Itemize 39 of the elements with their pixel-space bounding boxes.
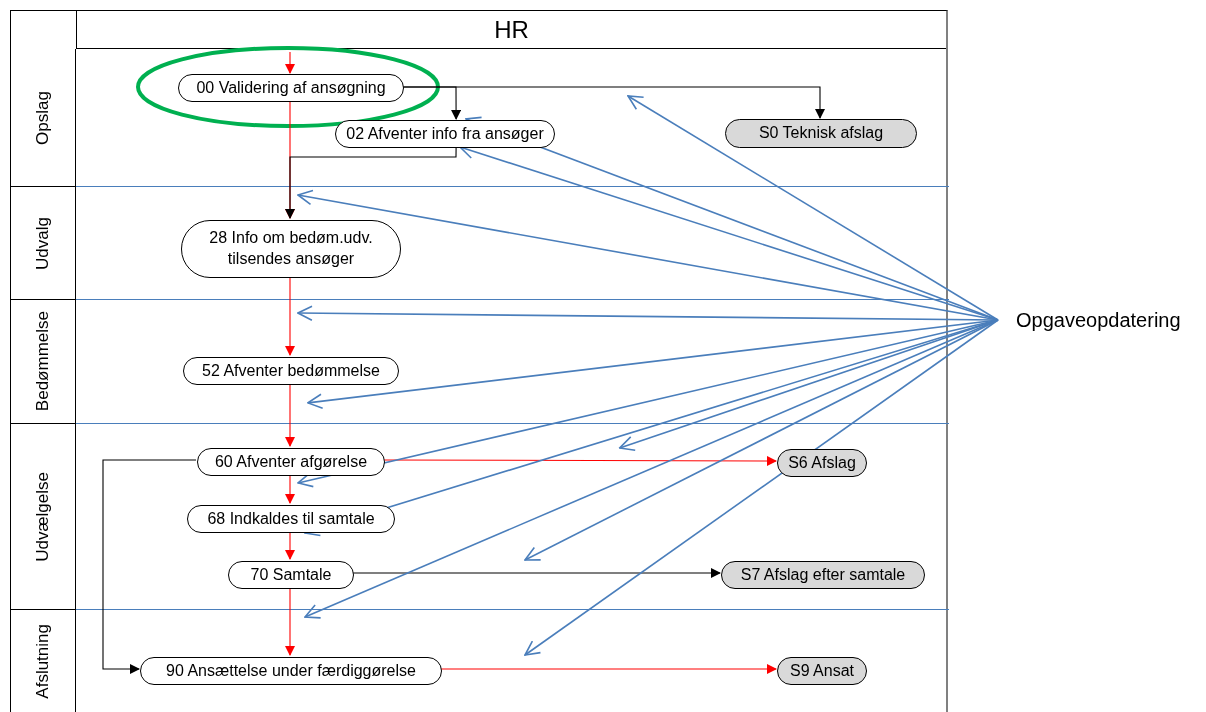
swimlane — [11, 299, 949, 423]
state-box: 60 Afventer afgørelse — [197, 448, 385, 476]
end-state-box: S0 Teknisk afslag — [725, 119, 917, 148]
arrow — [524, 319, 999, 656]
arrow — [440, 664, 777, 674]
arrow — [285, 586, 295, 656]
state-box: 68 Indkaldes til samtale — [187, 505, 395, 533]
state-box: 70 Samtale — [228, 561, 354, 589]
lane-label: Udvælgelse — [32, 471, 54, 562]
swimlane-pool — [10, 10, 948, 712]
state-box: 28 Info om bedøm.udv. tilsendes ansøger — [181, 220, 401, 278]
end-state-box: S9 Ansat — [777, 657, 867, 685]
arrow — [285, 473, 295, 504]
arrow — [285, 146, 457, 219]
lane-label: Udvalg — [32, 216, 54, 270]
lane-label: Opslag — [32, 90, 54, 145]
arrow — [383, 456, 777, 466]
state-box: 02 Afventer info fra ansøger — [335, 120, 555, 148]
end-state-box: S7 Afslag efter samtale — [721, 561, 925, 589]
state-box: 00 Validering af ansøgning — [178, 74, 404, 102]
pool-title: HR — [494, 17, 529, 42]
arrow — [285, 275, 295, 356]
text-label: Opgaveopdatering — [1016, 308, 1181, 333]
arrow — [102, 459, 197, 674]
arrow — [285, 382, 295, 447]
arrow — [352, 568, 721, 578]
lane-label: Afslutning — [32, 624, 54, 699]
lane-label: Bedømmelse — [32, 311, 54, 412]
arrow — [627, 95, 999, 321]
arrow — [285, 51, 295, 74]
swimlane — [11, 609, 949, 712]
end-state-box: S6 Afslag — [777, 449, 867, 477]
state-box: 52 Afventer bedømmelse — [183, 357, 399, 385]
state-box: 90 Ansættelse under færdiggørelse — [140, 657, 442, 685]
arrow — [402, 86, 825, 119]
swimlane — [11, 186, 949, 299]
arrow — [285, 530, 295, 560]
swimlane — [11, 423, 949, 609]
arrow — [304, 319, 999, 619]
